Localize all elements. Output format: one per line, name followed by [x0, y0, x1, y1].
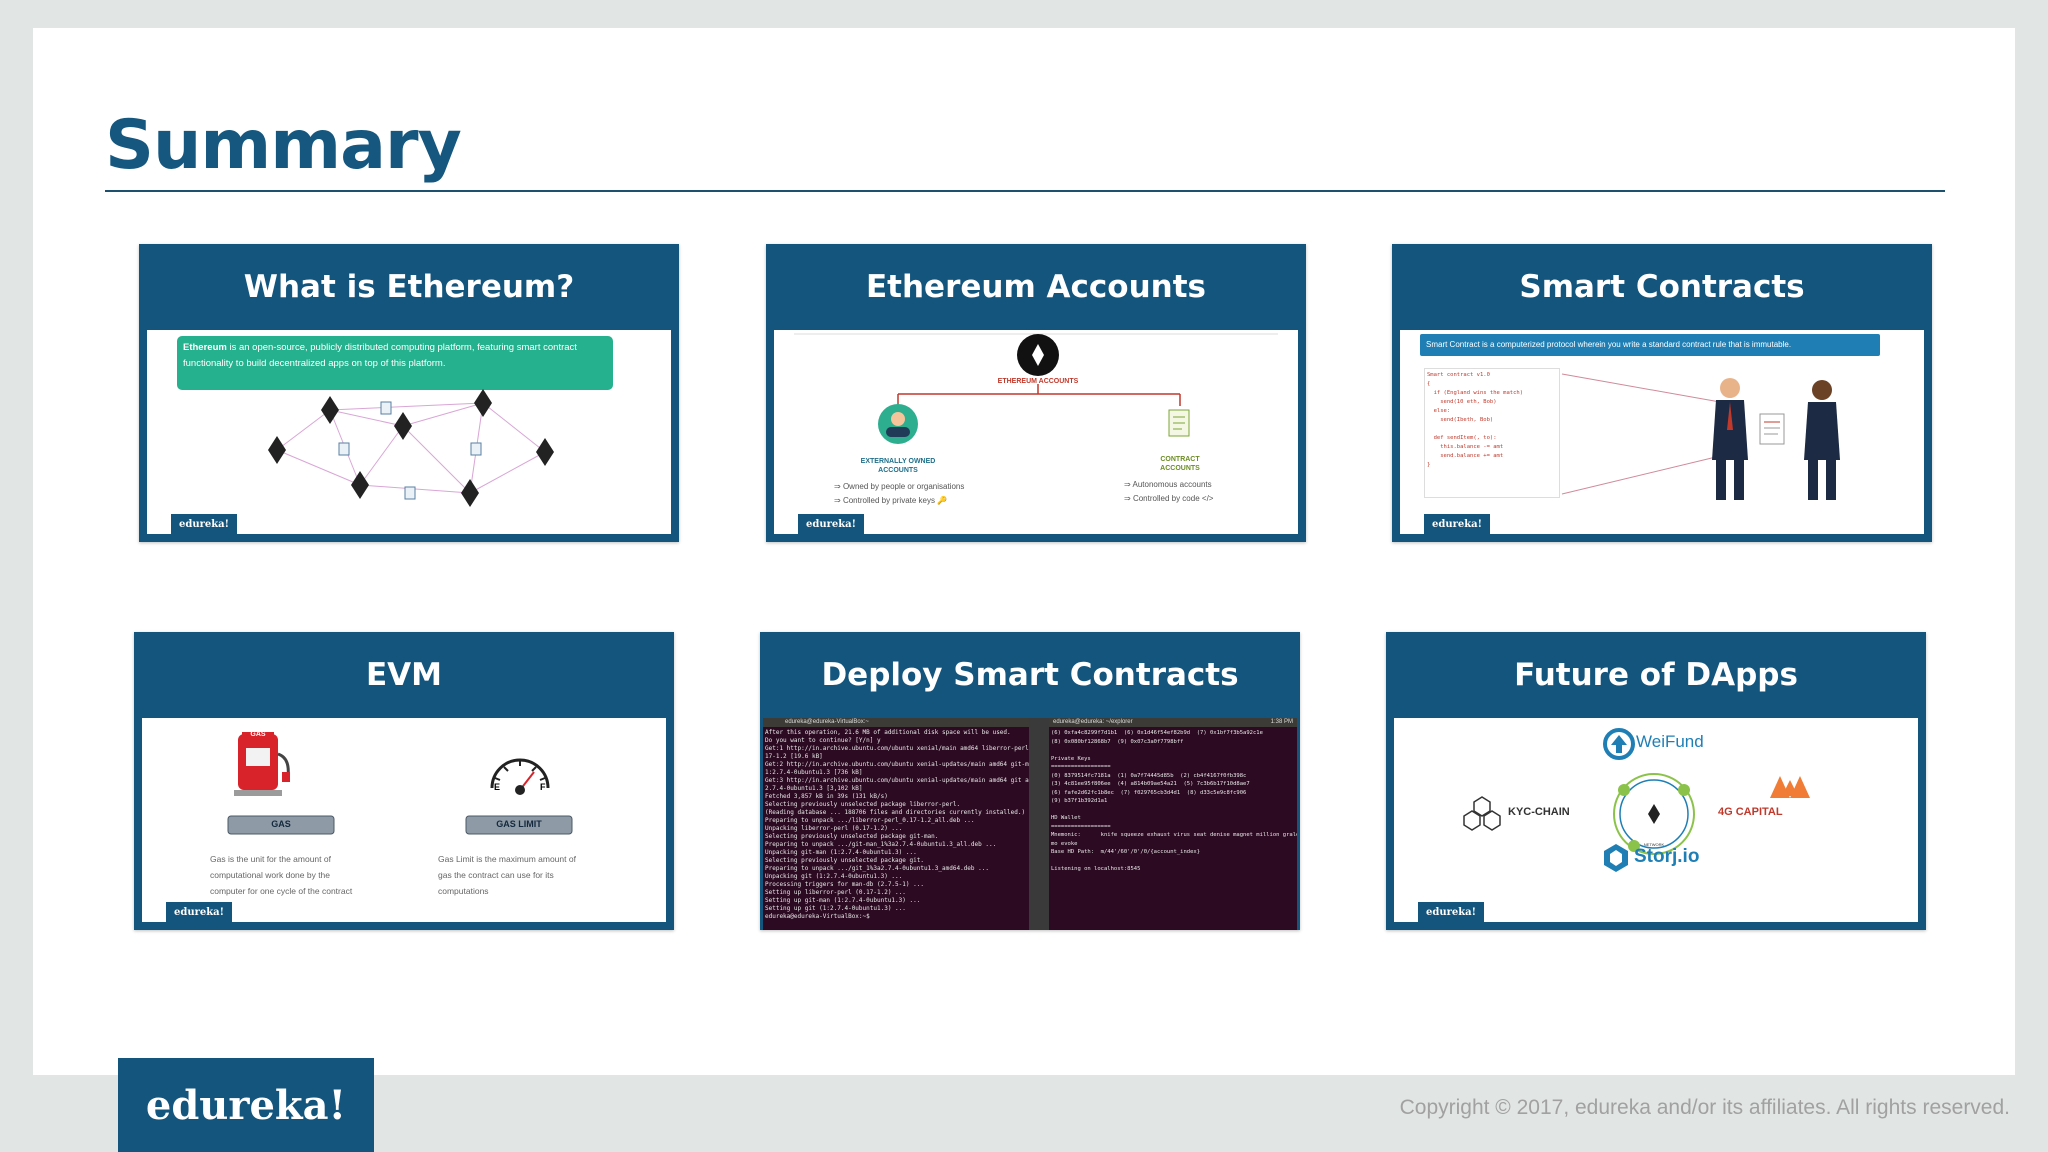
- contract-code-block: Smart contract v1.0 { if (England wins t…: [1424, 368, 1560, 498]
- contract-bullet-1: ⇒ Autonomous accounts: [1124, 480, 1212, 489]
- thumbnail-badge: edureka!: [166, 902, 232, 922]
- dapps-logos: [1463, 728, 1810, 872]
- gas-pump-icon: [227, 732, 573, 835]
- card-smart-contracts[interactable]: Smart Contracts Smart Contract is a comp…: [1392, 244, 1932, 542]
- contract-label-1: CONTRACT: [1160, 456, 1200, 463]
- terminal-2-clock: 1:38 PM: [1270, 719, 1293, 725]
- card-thumbnail: Smart Contract is a computerized protoco…: [1400, 330, 1924, 534]
- kyc-chain-logo-text: KYC-CHAIN: [1508, 806, 1570, 818]
- limit-desc-line-2: gas the contract can use for its: [438, 870, 554, 880]
- eoa-bullet-2: ⇒ Controlled by private keys 🔑: [834, 496, 948, 505]
- card-thumbnail: ETHEREUM ACCOUNTS EXTERNALLY OWNED ACCOU…: [774, 330, 1298, 534]
- card-title: EVM: [365, 657, 443, 693]
- thumbnail-badge: edureka!: [1424, 514, 1490, 534]
- callout-text: is an open-source, publicly distributed …: [183, 342, 577, 369]
- thumbnail-badge: edureka!: [798, 514, 864, 534]
- card-deploy-smart-contracts[interactable]: Deploy Smart Contracts edureka@edureka-V…: [760, 632, 1300, 930]
- card-ethereum-accounts[interactable]: Ethereum Accounts ETHEREUM ACCOUNTS EXTE…: [766, 244, 1306, 542]
- page-title: Summary: [105, 106, 462, 185]
- card-title: Deploy Smart Contracts: [821, 657, 1239, 693]
- terminal-2-output: (6) 0xfa4c8299f7d1b1 (6) 0x1d46f54ef82b9…: [1051, 730, 1297, 872]
- contract-bullet-2-text: Controlled by code: [1132, 494, 1200, 503]
- launcher-sidebar: [1029, 718, 1049, 930]
- terminal-1-titlebar: edureka@edureka-VirtualBox:~: [763, 718, 1033, 727]
- gas-desc-line-2: computational work done by the: [210, 870, 331, 880]
- gauge-empty-label: E: [494, 782, 501, 792]
- card-title: Smart Contracts: [1519, 269, 1805, 305]
- edureka-logo: edureka!: [118, 1058, 374, 1152]
- storj-logo-text: Storj.io: [1634, 846, 1700, 867]
- terminal-window-2: edureka@edureka: ~/explorer 1:38 PM (6) …: [1049, 718, 1297, 930]
- eoa-bullet-1: ⇒ Owned by people or organisations: [834, 482, 965, 491]
- weifund-logo-text: WeiFund: [1636, 732, 1704, 751]
- terminal-2-titlebar: edureka@edureka: ~/explorer 1:38 PM: [1049, 718, 1297, 727]
- code-icon: </>: [1201, 494, 1214, 503]
- card-evm[interactable]: EVM GAS GAS G: [134, 632, 674, 930]
- terminal-2-title: edureka@edureka: ~/explorer: [1053, 719, 1133, 725]
- root-account-label: ETHEREUM ACCOUNTS: [997, 378, 1079, 385]
- limit-desc-line-3: computations: [438, 886, 489, 896]
- copyright-text: Copyright © 2017, edureka and/or its aff…: [1399, 1096, 2010, 1119]
- terminal-window-1: edureka@edureka-VirtualBox:~ After this …: [763, 718, 1033, 930]
- ethereum-callout: Ethereum is an open-source, publicly dis…: [177, 336, 613, 390]
- network-label: NETWORK: [1643, 842, 1665, 847]
- contract-label-2: ACCOUNTS: [1160, 465, 1200, 472]
- card-thumbnail: Ethereum is an open-source, publicly dis…: [147, 330, 671, 534]
- title-divider: [105, 190, 1945, 192]
- eoa-bullet-2-text: Controlled by private keys: [842, 496, 935, 505]
- terminal-1-output: After this operation, 21.6 MB of additio…: [765, 729, 1033, 920]
- accounts-diagram: [794, 333, 1278, 444]
- gas-desc-line-3: computer for one cycle of the contract: [210, 886, 353, 896]
- card-thumbnail: GAS GAS GAS LIMIT E F Gas is the unit fo…: [142, 718, 666, 922]
- card-title: Future of DApps: [1514, 657, 1798, 693]
- gas-pump-sign: GAS: [250, 731, 266, 738]
- gauge-full-label: F: [540, 782, 546, 792]
- 4g-capital-logo-text: 4G CAPITAL: [1718, 806, 1783, 818]
- card-what-is-ethereum[interactable]: What is Ethereum? Ethereum is an open-so…: [139, 244, 679, 542]
- card-title: Ethereum Accounts: [865, 269, 1207, 305]
- smart-contract-banner: Smart Contract is a computerized protoco…: [1420, 334, 1880, 356]
- externally-owned-label-1: EXTERNALLY OWNED: [860, 458, 936, 465]
- contract-bullet-2: ⇒ Controlled by code </>: [1124, 494, 1214, 503]
- slide: Summary What is Ethereum? Ethereum is an…: [33, 28, 2015, 1075]
- eoa-bullet-1-text: Owned by people or organisations: [842, 482, 965, 491]
- limit-desc-line-1: Gas Limit is the maximum amount of: [438, 854, 576, 864]
- contract-bullet-1-text: Autonomous accounts: [1132, 480, 1212, 489]
- gas-label: GAS: [271, 819, 291, 829]
- card-title: What is Ethereum?: [243, 269, 575, 305]
- gas-desc-line-1: Gas is the unit for the amount of: [210, 854, 331, 864]
- callout-bold: Ethereum: [183, 342, 227, 353]
- ethereum-network-diagram: [268, 389, 554, 507]
- externally-owned-label-2: ACCOUNTS: [878, 467, 918, 474]
- gas-limit-label: GAS LIMIT: [496, 819, 542, 829]
- card-thumbnail: WeiFund KYC-CHAIN NETWORK 4G CAPITAL Sto…: [1394, 718, 1918, 922]
- key-icon: 🔑: [937, 496, 948, 505]
- thumbnail-badge: edureka!: [171, 514, 237, 534]
- handshake-illustration: [1561, 373, 1840, 500]
- thumbnail-badge: edureka!: [1418, 902, 1484, 922]
- card-future-of-dapps[interactable]: Future of DApps: [1386, 632, 1926, 930]
- card-thumbnail: edureka@edureka-VirtualBox:~ After this …: [763, 718, 1297, 930]
